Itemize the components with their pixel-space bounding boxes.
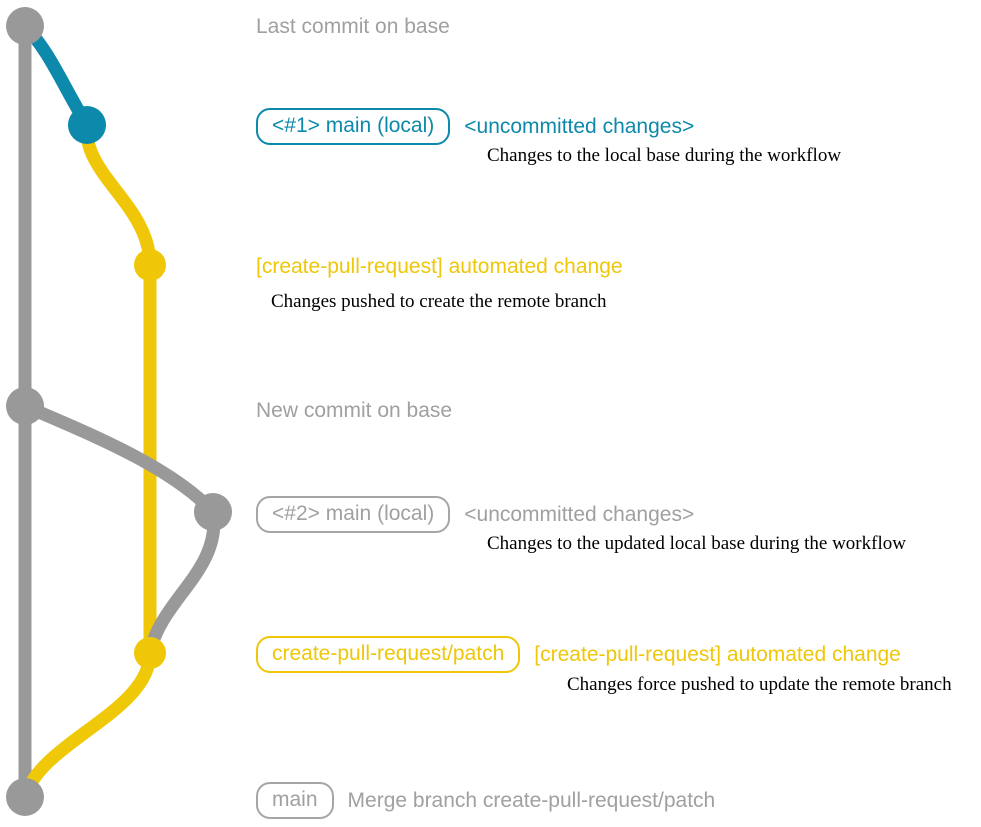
commit-node-base-new[interactable]	[6, 387, 44, 425]
commit-row-merge: main Merge branch create-pull-request/pa…	[256, 782, 715, 819]
commit-body-patch-2: Changes force pushed to update the remot…	[567, 674, 952, 695]
edge-local2-to-patch2	[143, 505, 221, 660]
commit-subject-patch-1: [create-pull-request] automated change	[256, 255, 623, 278]
commit-node-local-1[interactable]	[68, 106, 106, 144]
commit-body-local-2: Changes to the updated local base during…	[487, 533, 906, 554]
edge-patch2-to-merge	[18, 646, 157, 804]
ref-badge-main-local-1[interactable]: <#1> main (local)	[256, 108, 451, 145]
commit-node-local-2[interactable]	[194, 493, 232, 531]
commit-subject-patch-2: [create-pull-request] automated change	[534, 643, 901, 666]
commit-node-merge[interactable]	[6, 778, 44, 816]
commit-node-patch-1[interactable]	[134, 249, 166, 281]
commit-subject-merge: Merge branch create-pull-request/patch	[347, 789, 716, 812]
commit-subject-base-new: New commit on base	[256, 399, 453, 422]
commit-subject-local-2: <uncommitted changes>	[464, 503, 695, 526]
commit-body-local-1: Changes to the local base during the wor…	[487, 145, 842, 166]
commit-subject-base-last: Last commit on base	[256, 15, 450, 38]
ref-badge-create-pull-request-patch[interactable]: create-pull-request/patch	[256, 636, 521, 673]
commit-subject-local-1: <uncommitted changes>	[464, 115, 695, 138]
ref-badge-main[interactable]: main	[256, 782, 334, 819]
commit-node-base-last[interactable]	[6, 7, 44, 45]
commit-row-local-1: <#1> main (local) <uncommitted changes>	[256, 108, 694, 145]
commit-body-patch-1: Changes pushed to create the remote bran…	[271, 291, 607, 312]
commit-node-patch-2[interactable]	[134, 637, 166, 669]
commit-row-patch-2: create-pull-request/patch [create-pull-r…	[256, 636, 901, 673]
edge-basenew-to-local2	[18, 399, 220, 519]
commit-row-local-2: <#2> main (local) <uncommitted changes>	[256, 496, 694, 533]
ref-badge-main-local-2[interactable]: <#2> main (local)	[256, 496, 451, 533]
